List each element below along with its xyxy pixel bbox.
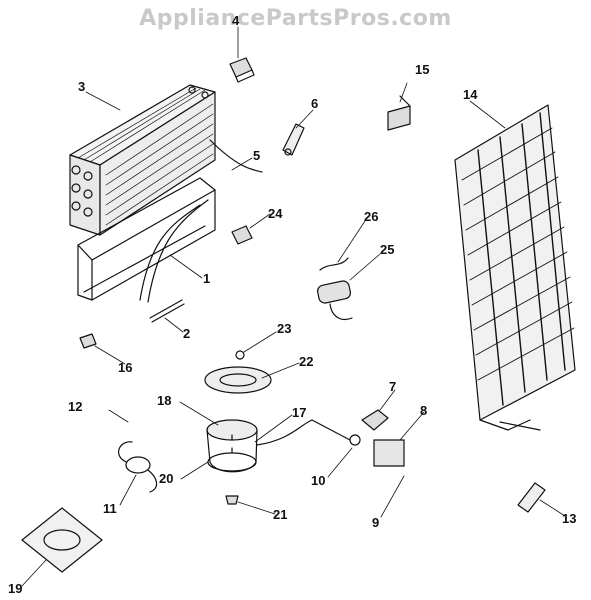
callout-5: 5 (253, 148, 261, 163)
part-relay (311, 409, 405, 467)
part-drain-pan (77, 177, 216, 301)
part-clip-4 (229, 57, 255, 83)
part-plate-19 (21, 507, 103, 573)
watermark-text: AppliancePartsPros.com (139, 6, 452, 31)
callout-22: 22 (299, 354, 314, 369)
part-clip-24 (231, 225, 253, 245)
part-foot-21 (225, 495, 239, 505)
callout-11: 11 (103, 501, 117, 516)
callout-25: 25 (380, 242, 395, 257)
part-clip-16 (79, 333, 97, 349)
callout-23: 23 (277, 321, 292, 336)
callout-10: 10 (311, 473, 326, 488)
callout-17: 17 (292, 405, 307, 420)
callout-4: 4 (232, 13, 240, 28)
part-bracket-15 (387, 95, 411, 131)
part-base-plate-22 (204, 366, 272, 394)
callout-8: 8 (420, 403, 428, 418)
part-condenser (454, 104, 576, 431)
part-13 (517, 482, 546, 513)
callout-2: 2 (183, 326, 191, 341)
part-rod-2 (149, 299, 185, 323)
callout-15: 15 (415, 62, 430, 77)
callout-12: 12 (68, 399, 83, 414)
callout-6: 6 (311, 96, 319, 111)
callout-1: 1 (203, 271, 211, 286)
callout-14: 14 (463, 87, 478, 102)
callout-16: 16 (118, 360, 133, 375)
callout-24: 24 (268, 206, 283, 221)
part-grommet-23 (235, 350, 245, 360)
callout-20: 20 (159, 471, 174, 486)
callout-21: 21 (273, 507, 288, 522)
part-cord-11 (117, 441, 158, 493)
part-compressor (206, 419, 313, 473)
part-bracket-6 (282, 123, 305, 156)
callout-9: 9 (372, 515, 380, 530)
callout-3: 3 (78, 79, 86, 94)
callout-19: 19 (8, 581, 23, 596)
callout-18: 18 (157, 393, 172, 408)
callout-13: 13 (562, 511, 577, 526)
callout-26: 26 (364, 209, 379, 224)
part-tube (139, 139, 263, 303)
callout-7: 7 (389, 379, 397, 394)
part-evaporator (69, 84, 216, 236)
part-capacitor (316, 257, 353, 321)
